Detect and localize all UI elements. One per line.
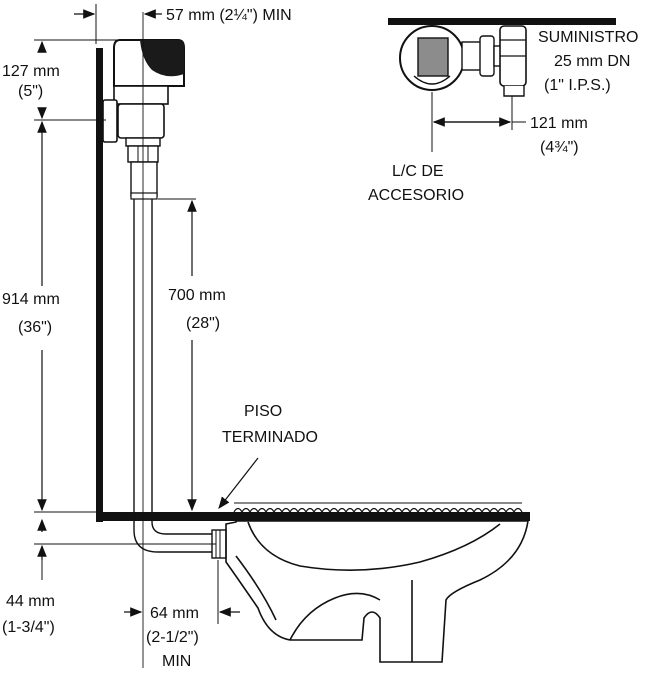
label-64mm-metric: 64 mm bbox=[150, 605, 199, 622]
valve-lower bbox=[117, 103, 165, 139]
finished-floor bbox=[96, 512, 530, 521]
flush-valve-side bbox=[102, 39, 185, 200]
label-700mm-metric: 700 mm bbox=[168, 287, 226, 304]
label-127mm-metric: 127 mm bbox=[2, 63, 60, 80]
sensor-window bbox=[140, 40, 184, 77]
label-64mm-imperial: (2-1/2") bbox=[146, 629, 199, 646]
vacuum-breaker bbox=[130, 161, 158, 197]
label-suministro: SUMINISTRO bbox=[538, 29, 638, 46]
label-121mm-metric: 121 mm bbox=[530, 115, 588, 132]
label-44mm-metric: 44 mm bbox=[6, 593, 55, 610]
label-57mm: 57 mm (2¼") MIN bbox=[166, 7, 292, 24]
label-terminado: TERMINADO bbox=[222, 429, 318, 446]
flush-tube bbox=[133, 199, 214, 553]
label-suministro-ips: (1" I.P.S.) bbox=[544, 77, 611, 94]
label-914mm-metric: 914 mm bbox=[2, 291, 60, 308]
label-914mm-imperial: (36") bbox=[18, 319, 52, 336]
label-700mm-imperial: (28") bbox=[186, 315, 220, 332]
label-accesorio: ACCESORIO bbox=[368, 187, 464, 204]
finished-wall bbox=[96, 48, 103, 522]
label-lc-de: L/C DE bbox=[392, 163, 444, 180]
tube-coupling bbox=[130, 192, 158, 200]
floor-tile-pattern bbox=[233, 507, 523, 514]
plan-wall bbox=[388, 18, 616, 25]
supply-stop bbox=[102, 99, 118, 143]
floor-leader-arrow bbox=[218, 457, 259, 509]
valve-body bbox=[113, 85, 169, 105]
label-piso: PISO bbox=[244, 403, 282, 420]
label-121mm-imperial: (4¾") bbox=[540, 139, 579, 156]
label-44mm-imperial: (1-3/4") bbox=[2, 619, 55, 636]
toilet-bowl bbox=[225, 520, 529, 663]
flush-valve-plan bbox=[399, 25, 527, 97]
label-127mm-imperial: (5") bbox=[18, 83, 43, 100]
plan-sensor-square bbox=[417, 37, 449, 77]
label-64mm-min: MIN bbox=[162, 653, 191, 670]
label-suministro-size: 25 mm DN bbox=[554, 53, 630, 70]
